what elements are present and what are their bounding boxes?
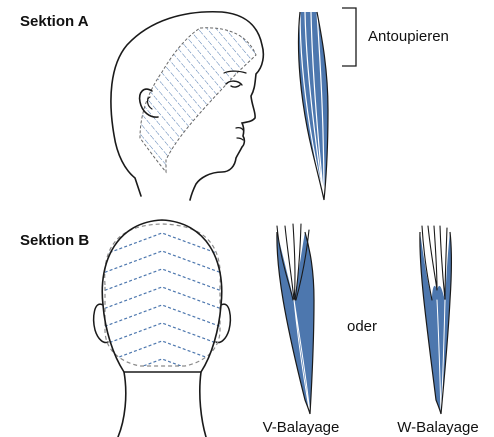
side-profile-head (111, 12, 263, 200)
w-balayage-strand (420, 226, 452, 414)
section-boundary (105, 224, 221, 366)
w-balayage-label: W-Balayage (397, 419, 478, 436)
oder-label: oder (347, 318, 377, 335)
section-a-label: Sektion A (20, 13, 89, 30)
hatched-back-section (140, 28, 256, 172)
antoupieren-label: Antoupieren (368, 28, 449, 45)
v-balayage-strand (277, 224, 314, 414)
back-head (94, 220, 231, 437)
back-head-outline (102, 220, 222, 372)
v-balayage-label: V-Balayage (263, 419, 340, 436)
section-b-label: Sektion B (20, 232, 89, 249)
teased-strand (299, 12, 329, 200)
eye (226, 81, 242, 87)
tease-bracket (342, 8, 356, 66)
chevron-partings (95, 233, 230, 384)
